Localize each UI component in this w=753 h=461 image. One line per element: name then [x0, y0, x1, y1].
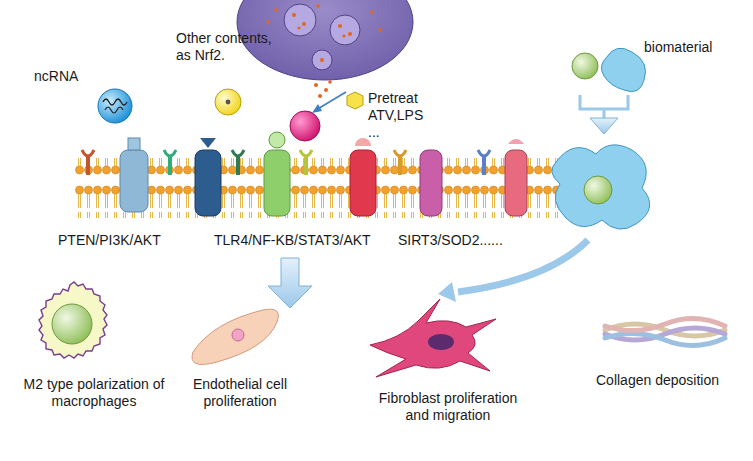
cargo-label: Other contents, as Nrf2.: [176, 30, 280, 64]
material-label: biomaterial: [644, 39, 744, 56]
outcome-label: Collagen deposition: [596, 372, 746, 389]
outcome-label: Fibroblast proliferation and migration: [378, 390, 518, 424]
outcome-label: Endothelial cell proliferation: [180, 376, 300, 410]
pretreat-label: Pretreat ATV,LPS ...: [368, 90, 428, 141]
pathway-label: TLR4/NF-KB/STAT3/AKT: [214, 232, 404, 249]
pathway-label: SIRT3/SOD2......: [398, 232, 568, 249]
pathway-label: PTEN/PI3K/AKT: [58, 232, 198, 249]
cargo-label: ncRNA: [34, 68, 94, 85]
outcome-label: M2 type polarization of macrophages: [4, 376, 184, 410]
